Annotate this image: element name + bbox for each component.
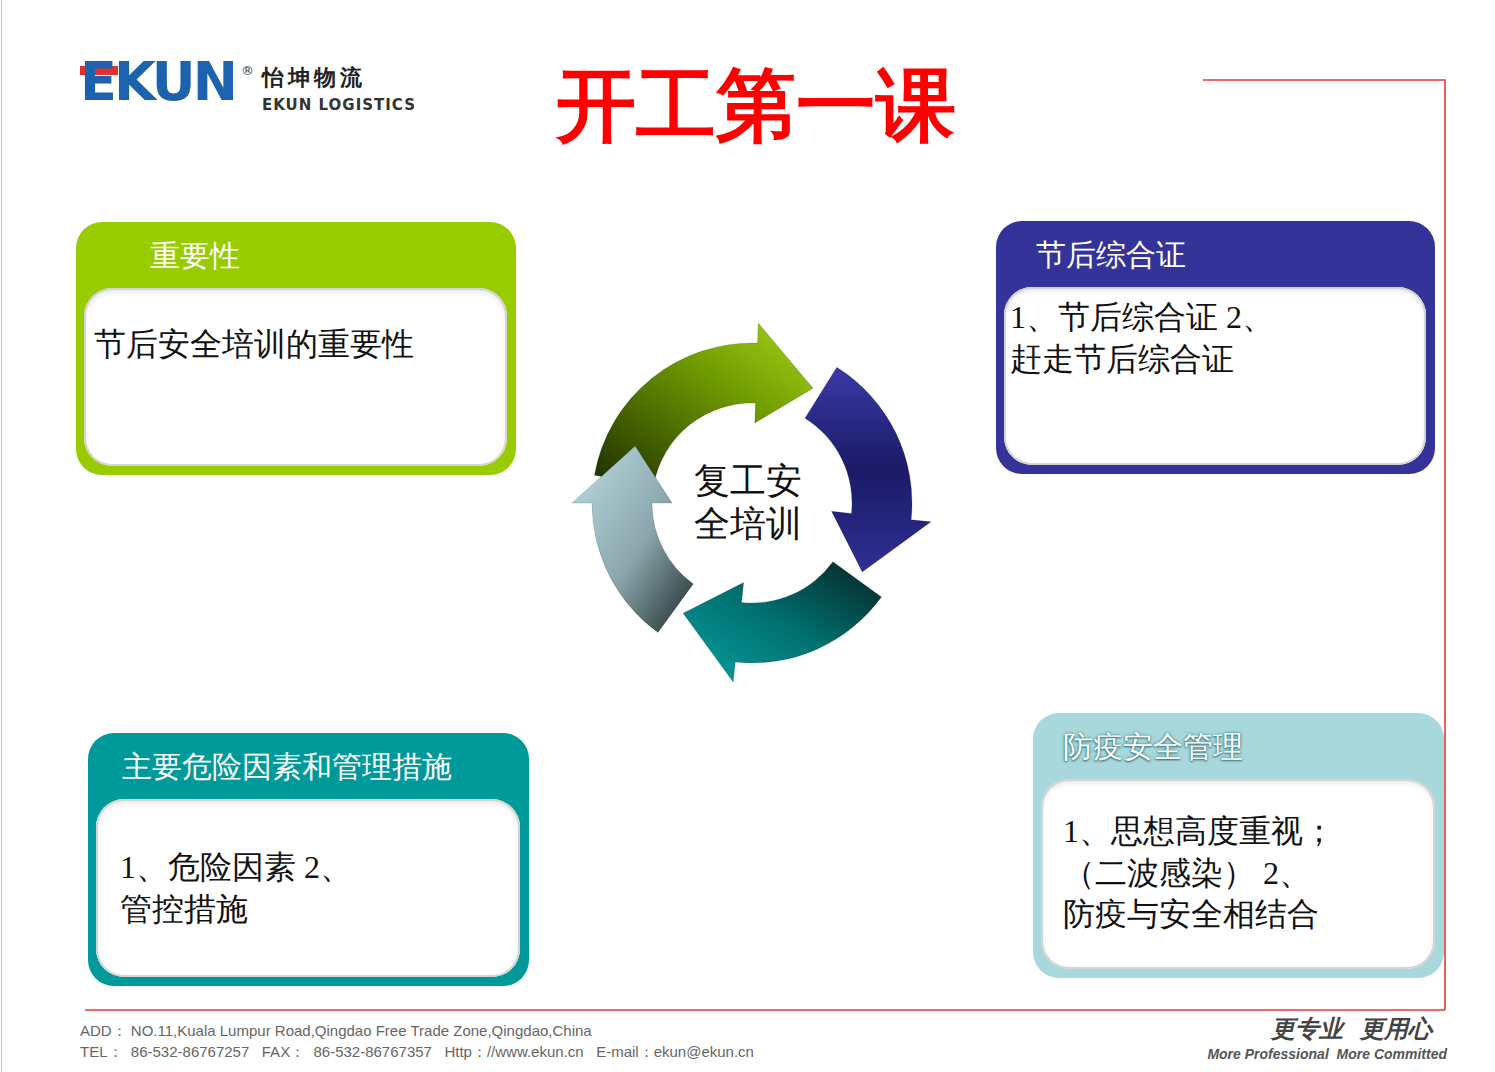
box-panel: 1、思想高度重视； （二波感染） 2、防疫与安全相结合 <box>1041 779 1435 969</box>
footer-contact: TEL： 86-532-86767257 FAX： 86-532-8676735… <box>80 1044 754 1061</box>
box-panel: 节后安全培训的重要性 <box>84 288 507 466</box>
topic-box: 防疫安全管理 1、思想高度重视； （二波感染） 2、防疫与安全相结合 <box>1033 713 1444 978</box>
cycle-center: 复工安 全培训 <box>694 460 809 546</box>
topic-box: 重要性节后安全培训的重要性 <box>76 222 516 475</box>
box-body: 1、思想高度重视； （二波感染） 2、防疫与安全相结合 <box>1063 811 1383 936</box>
registered-mark: ® <box>241 64 254 78</box>
cycle-arrow <box>572 446 693 632</box>
slogan-en: More Professional More Committed <box>1207 1047 1447 1062</box>
frame-line <box>85 1009 1445 1011</box>
box-heading: 节后综合证 <box>1004 221 1426 287</box>
cycle-arrow <box>805 367 931 572</box>
cycle-arrow <box>683 562 881 682</box>
logo-mark: EKUN <box>80 52 235 111</box>
company-name-en: EKUN LOGISTICS <box>262 97 416 114</box>
topic-box: 主要危险因素和管理措施 1、危险因素 2、管控措施 <box>88 733 529 986</box>
box-heading: 重要性 <box>84 222 507 288</box>
box-heading: 主要危险因素和管理措施 <box>96 733 520 799</box>
page-edge <box>1 0 2 1072</box>
box-body: 1、节后综合证 2、赶走节后综合证 <box>1010 297 1311 380</box>
box-heading: 防疫安全管理 <box>1041 713 1435 779</box>
slide-title: 开工第一课 <box>556 62 956 150</box>
cycle-arrows <box>572 323 931 682</box>
box-panel: 1、节后综合证 2、赶走节后综合证 <box>1004 287 1426 465</box>
box-body: 1、危险因素 2、管控措施 <box>120 847 357 930</box>
footer-address: ADD： NO.11,Kuala Lumpur Road,Qingdao Fre… <box>80 1023 592 1040</box>
slogan: 更专业 更用心 <box>1271 1016 1432 1042</box>
company-name: 怡坤物流 <box>262 66 366 90</box>
box-body: 节后安全培训的重要性 <box>94 324 446 366</box>
cycle-label: 复工安 全培训 <box>694 460 809 546</box>
box-panel: 1、危险因素 2、管控措施 <box>96 799 520 977</box>
topic-box: 节后综合证 1、节后综合证 2、赶走节后综合证 <box>996 221 1435 474</box>
